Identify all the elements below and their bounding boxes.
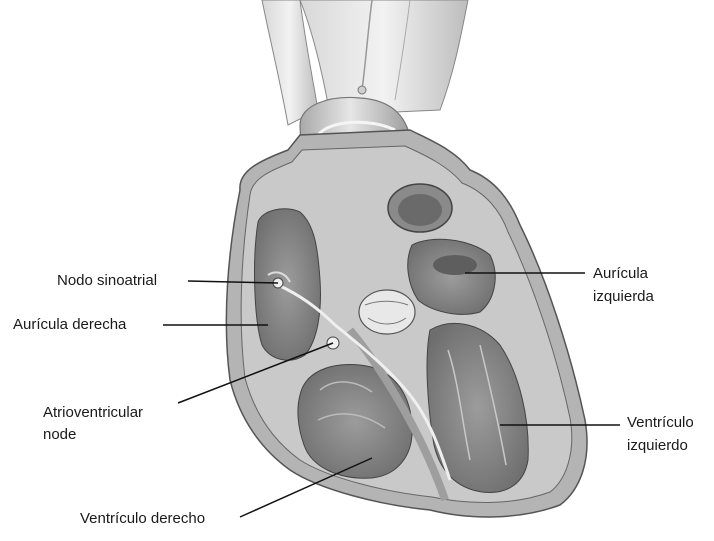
label-auricula-izquierda-line1: Aurícula — [593, 264, 648, 284]
right-atrium-cavity — [255, 209, 321, 360]
valve — [359, 290, 415, 334]
right-ventricle-cavity — [298, 364, 412, 478]
label-nodo-sinoatrial: Nodo sinoatrial — [57, 271, 157, 291]
label-ventriculo-izquierdo-line1: Ventrículo — [627, 413, 694, 433]
label-ventriculo-izquierdo-line2: izquierdo — [627, 436, 688, 456]
label-auricula-izquierda-line2: izquierda — [593, 287, 654, 307]
label-atrioventricular-line2: node — [43, 425, 76, 445]
label-auricula-derecha: Aurícula derecha — [13, 315, 126, 335]
label-atrioventricular-line1: Atrioventricular — [43, 403, 143, 423]
pulmonary-opening — [388, 184, 452, 232]
label-ventriculo-derecho: Ventrículo derecho — [80, 509, 205, 529]
